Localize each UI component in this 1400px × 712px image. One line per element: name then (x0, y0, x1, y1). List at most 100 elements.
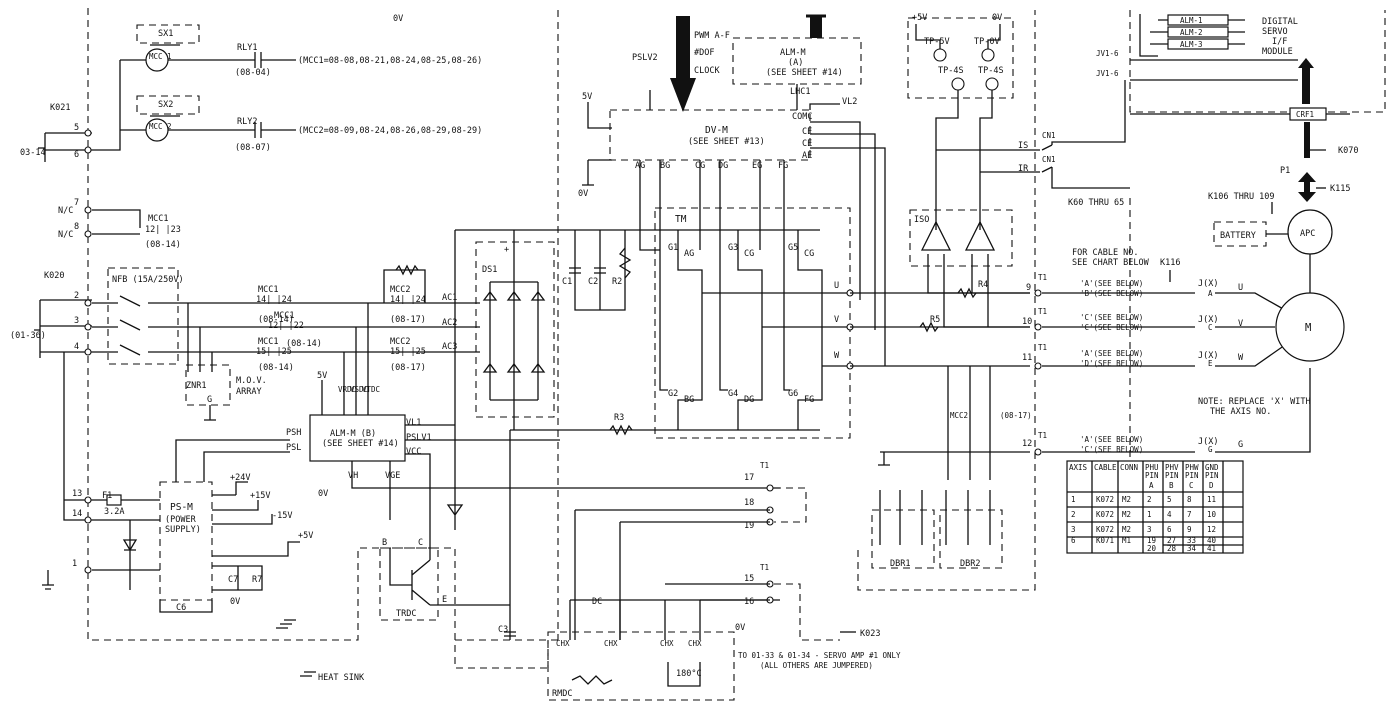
igbt-bottom-row: G2 BG G4 DG G6 FG (668, 389, 814, 405)
svg-text:(08-17): (08-17) (390, 363, 426, 373)
table-cell: 4 (1167, 510, 1172, 519)
table-cell: 33 (1187, 536, 1196, 545)
svg-text:0V: 0V (318, 489, 328, 499)
svg-text:T1: T1 (1038, 431, 1047, 440)
relay-coil-section: SX1 SX2 MCC 1 MCC 2 RLY1 (08-04) RLY2 (0… (92, 14, 482, 153)
svg-text:J(X): J(X) (1198, 279, 1218, 289)
svg-text:2: 2 (74, 291, 79, 301)
svg-text:IR: IR (1018, 164, 1029, 174)
svg-text:HEAT SINK: HEAT SINK (318, 673, 365, 683)
svg-text:#DOF: #DOF (694, 48, 714, 58)
svg-text:'A'(SEE BELOW): 'A'(SEE BELOW) (1080, 279, 1143, 288)
svg-text:MCC1: MCC1 (274, 311, 294, 321)
svg-text:(A): (A) (788, 58, 803, 68)
table-header-cell: PIN (1205, 471, 1219, 480)
svg-text:+: + (504, 245, 509, 255)
svg-text:15| |25: 15| |25 (256, 347, 292, 357)
svg-text:JV1-6: JV1-6 (1096, 49, 1119, 58)
svg-text:ALM-M (B): ALM-M (B) (330, 429, 376, 439)
iso-section: ISO R4 R5 (850, 209, 1030, 367)
svg-text:CLOCK: CLOCK (694, 66, 720, 76)
svg-text:CHX: CHX (688, 639, 702, 648)
svg-text:T1: T1 (760, 563, 769, 572)
table-cell: 6 (1071, 536, 1076, 545)
table-cell: 41 (1207, 544, 1216, 553)
svg-text:U: U (1238, 283, 1243, 293)
svg-text:TRDC: TRDC (396, 609, 416, 619)
svg-text:I/F: I/F (1272, 37, 1287, 47)
svg-text:VCC: VCC (406, 447, 421, 457)
svg-text:VRDC: VRDC (338, 385, 356, 394)
k020-label: K020 (44, 271, 64, 281)
mcc2-coil (145, 118, 169, 142)
svg-text:PSLV2: PSLV2 (632, 53, 658, 63)
table-cell: 3 (1071, 525, 1076, 534)
svg-text:MCC1: MCC1 (258, 337, 278, 347)
table-header-cell: A (1149, 481, 1154, 490)
svg-text:T1: T1 (1038, 307, 1047, 316)
svg-text:7: 7 (74, 198, 79, 208)
table-header-cell: AXIS (1069, 463, 1088, 472)
table-cell: 19 (1147, 536, 1156, 545)
table-cell: 6 (1167, 525, 1172, 534)
table-cell: M2 (1122, 510, 1131, 519)
svg-text:E: E (442, 595, 447, 605)
svg-text:VL1: VL1 (406, 418, 421, 428)
svg-text:V: V (834, 315, 839, 325)
svg-text:U: U (834, 281, 839, 291)
table-cell: M1 (1122, 536, 1131, 545)
svg-text:ALM-M: ALM-M (780, 48, 806, 58)
svg-text:A: A (1208, 289, 1213, 298)
svg-text:W: W (834, 351, 840, 361)
svg-text:10: 10 (1022, 317, 1032, 327)
svg-text:15| |25: 15| |25 (390, 347, 426, 357)
table-cell: 7 (1187, 510, 1192, 519)
table-cell: K072 (1096, 510, 1114, 519)
svg-text:1: 1 (72, 559, 77, 569)
svg-text:CG: CG (804, 249, 814, 259)
svg-text:18: 18 (744, 498, 754, 508)
svg-text:G: G (207, 395, 212, 405)
svg-text:CN1: CN1 (1042, 131, 1056, 140)
svg-text:FG: FG (778, 161, 788, 171)
svg-text:SUPPLY): SUPPLY) (165, 525, 201, 535)
svg-text:(SEE SHEET #13): (SEE SHEET #13) (688, 137, 765, 147)
svg-text:ZNR1: ZNR1 (186, 381, 206, 391)
svg-text:LHC1: LHC1 (790, 87, 810, 97)
nfb-label: NFB (15A/250V) (112, 275, 184, 285)
table-cell: 40 (1207, 536, 1217, 545)
svg-text:K116: K116 (1160, 258, 1180, 268)
driver-section: DV-M (SEE SHEET #13) AG BG CG DG EG FG C… (578, 14, 886, 391)
svg-text:(SEE SHEET #14): (SEE SHEET #14) (322, 439, 399, 449)
svg-text:SEE CHART BELOW: SEE CHART BELOW (1072, 258, 1150, 268)
svg-text:G2: G2 (668, 389, 678, 399)
dynamic-brake: MCC2 (08-17) DBR1 DBR2 (871, 366, 1032, 569)
svg-text:C1: C1 (562, 277, 572, 287)
svg-text:R3: R3 (614, 413, 624, 423)
svg-text:CN1: CN1 (1042, 155, 1056, 164)
igbt-top-row: G1 AG G3 CG G5 CG (668, 243, 814, 259)
svg-text:R7: R7 (252, 575, 262, 585)
svg-text:DBR1: DBR1 (890, 559, 910, 569)
svg-text:AE: AE (802, 151, 812, 161)
svg-text:DC: DC (592, 597, 602, 607)
mcc1-coil (145, 48, 169, 72)
svg-text:IS: IS (1018, 141, 1028, 151)
svg-text:J(X): J(X) (1198, 315, 1218, 325)
svg-text:K115: K115 (1330, 184, 1350, 194)
svg-text:J(X): J(X) (1198, 351, 1218, 361)
svg-text:TM: TM (675, 214, 687, 225)
svg-text:PSH: PSH (286, 428, 301, 438)
svg-text:EG: EG (752, 161, 762, 171)
sheet-ref-03-14: 03-14 (20, 148, 46, 158)
zero-v-top: 0V (393, 14, 403, 24)
svg-text:NOTE: REPLACE 'X' WITH: NOTE: REPLACE 'X' WITH (1198, 397, 1311, 407)
table-cell: 11 (1207, 495, 1216, 504)
table-cell: K072 (1096, 495, 1114, 504)
svg-text:5: 5 (74, 123, 79, 133)
table-header-cell: GND (1205, 463, 1219, 472)
svg-text:TP-0V: TP-0V (974, 37, 1000, 47)
rly2-ref: (08-07) (235, 143, 271, 153)
svg-text:J(X): J(X) (1198, 437, 1218, 447)
svg-text:COMC: COMC (792, 112, 812, 122)
